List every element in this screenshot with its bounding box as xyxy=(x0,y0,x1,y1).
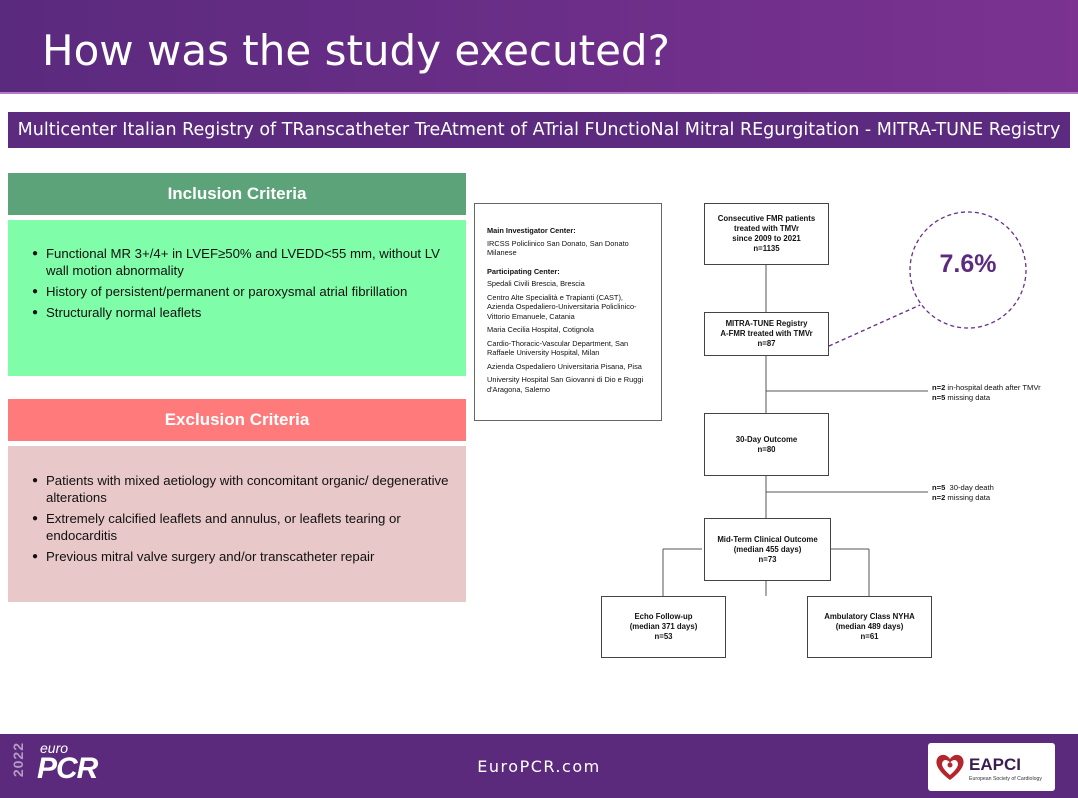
title-bar xyxy=(0,0,1078,92)
box-line: A-FMR treated with TMVr xyxy=(720,329,813,338)
box-line: 30-Day Outcome xyxy=(735,434,798,444)
box-line: Echo Follow-up xyxy=(634,612,693,621)
footer-url[interactable]: EuroPCR.com xyxy=(477,757,601,776)
exclusion-list: Patients with mixed aetiology with conco… xyxy=(32,472,452,569)
participating-heading: Participating Center: xyxy=(487,266,560,276)
box-line: MITRA-TUNE Registry xyxy=(725,319,808,328)
participating-center: Cardio-Thoracic-Vascular Department, San… xyxy=(487,338,629,358)
box-line: (median 489 days) xyxy=(835,622,904,631)
box-count: n=87 xyxy=(757,339,776,348)
box-line: Mid-Term Clinical Outcome xyxy=(717,534,818,544)
box-line: (median 371 days) xyxy=(629,622,698,631)
box-line: treated with TMVr xyxy=(734,224,799,233)
registry-box: MITRA-TUNE Registry A-FMR treated with T… xyxy=(704,312,829,356)
box-count: n=73 xyxy=(758,554,777,564)
registry-banner: Multicenter Italian Registry of TRanscat… xyxy=(8,112,1070,148)
heart-icon xyxy=(936,754,964,780)
box-line: since 2009 to 2021 xyxy=(732,234,801,243)
box-count: n=61 xyxy=(860,632,879,641)
europcr-logo-euro: euro xyxy=(40,740,69,756)
eapci-name: EAPCI xyxy=(969,755,1021,774)
participating-center: Azienda Ospedaliero Universitaria Pisana… xyxy=(487,361,642,371)
midterm-outcome-box: Mid-Term Clinical Outcome (median 455 da… xyxy=(704,518,831,581)
day30-outcome-box: 30-Day Outcome n=80 xyxy=(704,413,829,476)
inclusion-header: Inclusion Criteria xyxy=(8,173,466,215)
inclusion-list: Functional MR 3+/4+ in LVEF≥50% and LVED… xyxy=(32,245,452,325)
nyha-class-box: Ambulatory Class NYHA (median 489 days) … xyxy=(807,596,932,658)
europcr-logo-pcr: PCR xyxy=(37,752,98,785)
exclusion-header: Exclusion Criteria xyxy=(8,399,466,441)
exclusion-note-1: n=2 in-hospital death after TMVr n=5 mis… xyxy=(932,383,1041,402)
inclusion-item: History of persistent/permanent or parox… xyxy=(32,283,452,300)
exclusion-panel: Patients with mixed aetiology with conco… xyxy=(8,446,466,602)
percent-circle xyxy=(909,211,1027,329)
centers-box: Main Investigator Center: IRCSS Policlin… xyxy=(474,203,662,421)
inclusion-item: Structurally normal leaflets xyxy=(32,304,452,321)
box-count: n=53 xyxy=(654,632,673,641)
eapci-subtitle: European Society of Cardiology xyxy=(969,776,1042,782)
inclusion-item: Functional MR 3+/4+ in LVEF≥50% and LVED… xyxy=(32,245,452,279)
box-count: n=1135 xyxy=(753,244,780,253)
slide-title: How was the study executed? xyxy=(42,26,670,75)
footer-bar xyxy=(0,734,1078,798)
percent-pointer xyxy=(828,304,921,347)
main-center-heading: Main Investigator Center: xyxy=(487,226,576,235)
main-center: IRCSS Policlinico San Donato, San Donato… xyxy=(487,238,629,258)
exclusion-note-2: n=5 30-day death n=2 missing data xyxy=(932,483,994,502)
box-line: Consecutive FMR patients xyxy=(717,214,816,223)
box-count: n=80 xyxy=(757,444,776,454)
title-divider xyxy=(0,92,1078,94)
participating-center: Centro Alte Specialità e Trapianti (CAST… xyxy=(487,292,637,321)
percent-label: 7.6% xyxy=(939,250,997,278)
participating-center: Maria Cecilia Hospital, Cotignola xyxy=(487,325,594,334)
echo-followup-box: Echo Follow-up (median 371 days) n=53 xyxy=(601,596,726,658)
box-line: Ambulatory Class NYHA xyxy=(824,612,915,621)
inclusion-panel: Functional MR 3+/4+ in LVEF≥50% and LVED… xyxy=(8,220,466,376)
exclusion-item: Patients with mixed aetiology with conco… xyxy=(32,472,452,506)
participating-center: Spedali Civili Brescia, Brescia xyxy=(487,279,585,288)
consecutive-patients-box: Consecutive FMR patients treated with TM… xyxy=(704,203,829,265)
box-line: (median 455 days) xyxy=(733,544,802,554)
exclusion-item: Previous mitral valve surgery and/or tra… xyxy=(32,548,452,565)
exclusion-item: Extremely calcified leaflets and annulus… xyxy=(32,510,452,544)
participating-center: University Hospital San Giovanni di Dio … xyxy=(487,375,644,394)
